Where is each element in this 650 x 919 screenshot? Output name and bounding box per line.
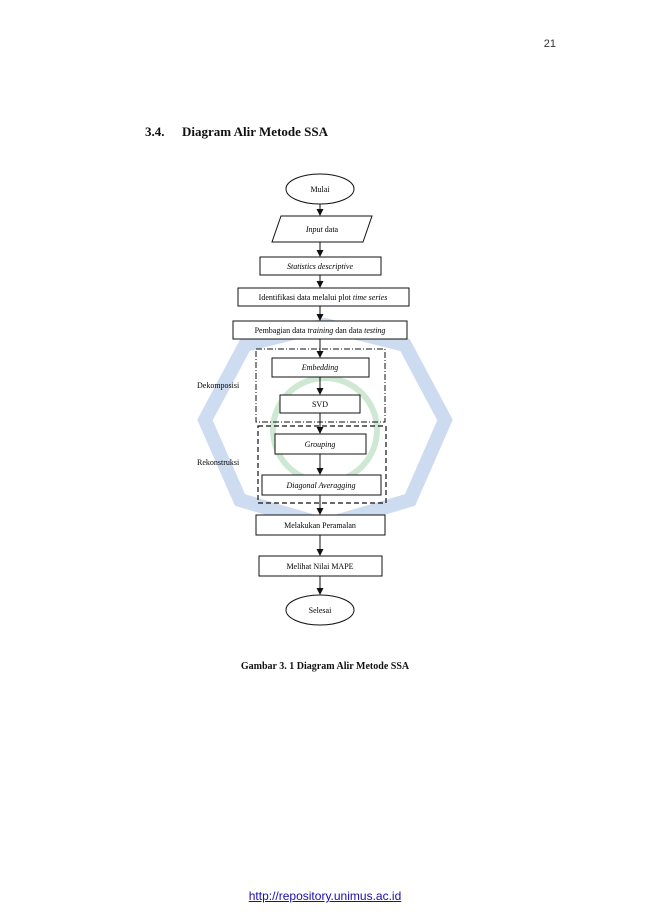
decomposition-label: Dekomposisi (197, 381, 240, 390)
embedding-label: Embedding (301, 363, 338, 372)
diagonal-averaging-label: Diagonal Averagging (286, 481, 356, 490)
identify-label: Identifikasi data melalui plot time seri… (259, 293, 388, 302)
end-terminal (285, 594, 355, 626)
figure-caption: Gambar 3. 1 Diagram Alir Metode SSA (240, 661, 410, 672)
section-number: 3.4. (145, 124, 165, 139)
statistics-box (259, 256, 382, 276)
embedding-box (271, 357, 370, 378)
decomposition-group (255, 348, 386, 423)
section-title: Diagram Alir Metode SSA (182, 124, 328, 139)
svd-label: SVD (312, 400, 328, 409)
split-data-label: Pembagian data training dan data testing (255, 326, 386, 335)
input-data-box (271, 215, 373, 243)
input-data-label: Input data (305, 225, 339, 234)
end-label: Selesai (309, 606, 332, 615)
section-heading: 3.4. Diagram Alir Metode SSA (145, 124, 328, 140)
grouping-label: Grouping (305, 440, 336, 449)
diagonal-averaging-box (261, 474, 382, 496)
start-terminal (285, 173, 355, 205)
start-label: Mulai (310, 185, 330, 194)
statistics-label: Statistics descriptive (287, 262, 353, 271)
forecast-box (255, 514, 386, 536)
svd-box (279, 394, 361, 414)
reconstruction-group (257, 425, 387, 504)
mape-box (258, 555, 383, 577)
forecast-label: Melakukan Peramalan (284, 521, 356, 530)
repository-link[interactable]: http://repository.unimus.ac.id (248, 889, 402, 903)
split-data-box (232, 320, 408, 340)
grouping-box (274, 433, 367, 455)
mape-label: Melihat Nilai MAPE (286, 562, 353, 571)
identify-box (237, 287, 410, 307)
flowchart: Mulai Input data Statistics descriptive … (197, 173, 453, 626)
reconstruction-label: Rekonstruksi (197, 458, 240, 467)
page-number: 21 (543, 38, 556, 50)
